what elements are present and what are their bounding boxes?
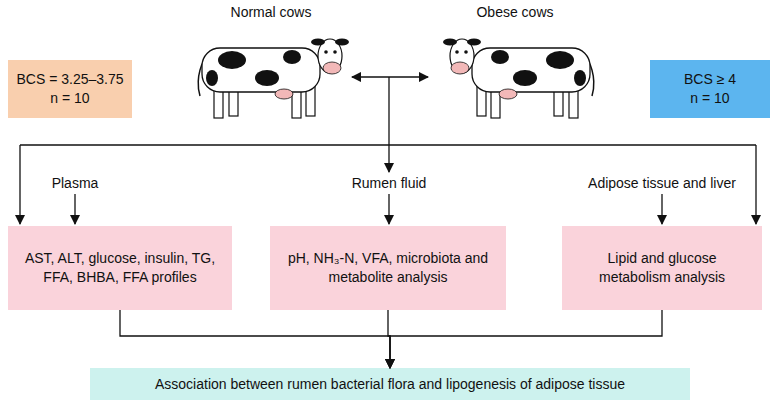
branch-arrow <box>19 145 20 224</box>
node-text: pH, NH₃-N, VFA, microbiota and metabolit… <box>278 249 498 287</box>
sample-label: Plasma <box>49 175 102 191</box>
branch-arrow <box>388 194 389 224</box>
node-text: Lipid and glucose metabolism analysis <box>570 249 754 287</box>
node-subtext: n = 10 <box>50 89 89 108</box>
branch-arrow <box>74 194 75 224</box>
flow-arrow <box>388 310 390 368</box>
node-text: BCS = 3.25–3.75 <box>16 70 123 89</box>
flow-arrow <box>390 310 662 368</box>
cow-group: Obese cows <box>428 22 602 132</box>
sample-label: Adipose tissue and liver <box>585 175 739 191</box>
sample-label: Rumen fluid <box>349 175 430 191</box>
obese-cow-illustration <box>443 39 594 119</box>
group-box: BCS = 3.25–3.75n = 10 <box>8 60 132 118</box>
branch-bar <box>20 144 756 145</box>
node-text: AST, ALT, glucose, insulin, TG, FFA, BHB… <box>16 249 224 287</box>
flow-arrow <box>120 310 390 368</box>
node-text: Association between rumen bacterial flor… <box>155 375 625 394</box>
cow-group: Normal cows <box>190 22 352 132</box>
branch-arrow <box>388 145 389 172</box>
sample-box: AST, ALT, glucose, insulin, TG, FFA, BHB… <box>8 226 232 310</box>
node-text: Normal cows <box>190 3 352 22</box>
sample-box: pH, NH₃-N, VFA, microbiota and metabolit… <box>270 226 506 310</box>
node-subtext: n = 10 <box>690 89 729 108</box>
trunk-line <box>388 77 389 145</box>
result-box: Association between rumen bacterial flor… <box>90 368 690 400</box>
node-text: BCS ≥ 4 <box>684 70 736 89</box>
normal-cow-illustration <box>198 39 349 119</box>
group-box: BCS ≥ 4n = 10 <box>650 60 770 118</box>
branch-arrow <box>755 145 756 224</box>
node-text: Obese cows <box>428 3 602 22</box>
sample-box: Lipid and glucose metabolism analysis <box>562 226 762 310</box>
branch-arrow <box>661 194 662 224</box>
flow-arrow <box>352 76 428 77</box>
